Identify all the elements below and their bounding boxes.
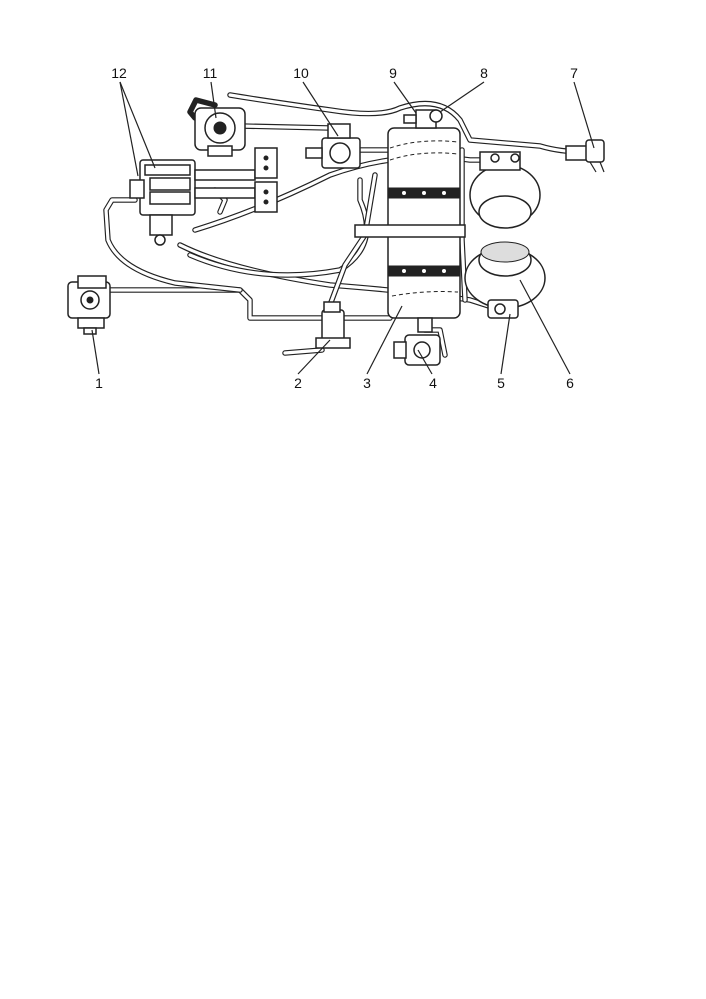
callout-8: 8: [480, 65, 488, 81]
callout-10: 10: [293, 65, 309, 81]
pressure-regulator: [194, 107, 246, 157]
brake-chamber-upper: [469, 151, 541, 229]
callout-11: 11: [203, 65, 218, 81]
air-tank: [354, 127, 466, 333]
tank-top-fittings: [403, 109, 443, 129]
callout-9: 9: [389, 65, 397, 81]
leader-lines: [91, 81, 595, 375]
coupling-head: [565, 139, 605, 173]
water-separator: [315, 301, 351, 349]
callout-2: 2: [294, 375, 302, 391]
callout-7: 7: [570, 65, 578, 81]
valve-10: [305, 123, 361, 169]
drain-valve: [393, 334, 441, 366]
brake-chamber-lower: [464, 241, 546, 309]
compressor: [67, 275, 111, 335]
callouts: 12 11 10 9 8 7 1 2 3 4 5 6: [95, 65, 578, 391]
callout-3: 3: [363, 375, 371, 391]
callout-4: 4: [429, 375, 437, 391]
callout-1: 1: [95, 375, 103, 391]
callout-5: 5: [497, 375, 505, 391]
brake-valve-block: [129, 147, 278, 246]
valve-5: [487, 299, 519, 319]
callout-6: 6: [566, 375, 574, 391]
callout-12: 12: [111, 65, 127, 81]
